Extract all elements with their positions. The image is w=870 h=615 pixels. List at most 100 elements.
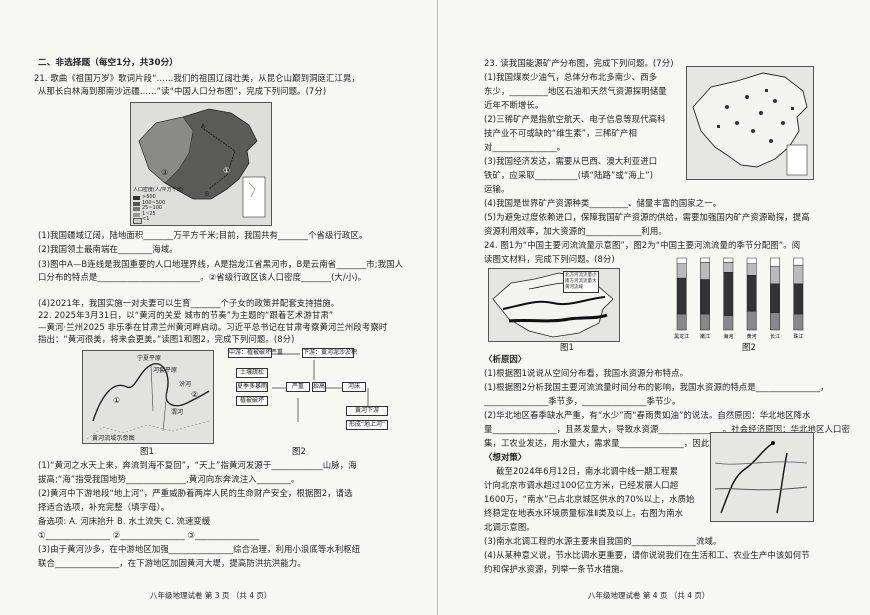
q21-item-2: (2)我国领土最南端在________海域。 bbox=[38, 244, 178, 254]
river-flow-graphic bbox=[492, 272, 614, 338]
season-bar-segment bbox=[723, 257, 734, 263]
q23-line-6: 对_______________。 bbox=[484, 142, 566, 152]
season-bar-segment bbox=[700, 262, 710, 280]
page-footer-4: 八年级地理试卷 第 4 页 （共 4 页） bbox=[588, 591, 710, 600]
season-bar-segment bbox=[700, 313, 710, 331]
season-bar-segment bbox=[770, 283, 780, 313]
q21-item-4: (4)2021年，我国实施一对夫妻可以生育_______个子女的政策并配套支持措… bbox=[38, 298, 340, 308]
q24-item-1b: (1)根据图2分析我国主要河流流量时间分布的影响，我国水资源的特点是______… bbox=[484, 382, 829, 392]
q21-intro-line2: 从那长白林海到那南沙远疆……”读“中国人口分布图”，完成下列问题。(7分) bbox=[38, 86, 327, 96]
season-bar-segment bbox=[676, 277, 687, 315]
q23-line-5: 技产业不可或缺的“维生素”，三稀矿产相 bbox=[484, 128, 637, 138]
q23-line-1: (1)我国煤炭少油气，总体分布北多南少、西多 bbox=[484, 72, 658, 82]
q23-line-8: 铁矿，应采取__________(填“陆路”或“海上”) bbox=[484, 170, 654, 180]
q23-intro: 23. 读我国能源矿产分布图，完成下列问题。(7分) bbox=[484, 58, 674, 68]
q23-line-12: 资源利用效率，加大资源的_____________利用。 bbox=[484, 226, 667, 236]
legend-item: 1~25 bbox=[133, 211, 165, 218]
river-name-label: 长江 bbox=[770, 333, 780, 340]
label-ningxia: 宁夏平原 bbox=[137, 355, 162, 362]
exam-page-3: 二、非选择题（每空1分，共30分） 21. 歌曲《祖国万岁》歌词片段“……我们的… bbox=[0, 0, 437, 615]
q24-story-2: 计向北京市调水超过100亿立方米，已经发展人口超 bbox=[484, 480, 679, 490]
label-circle2: ② bbox=[191, 390, 199, 399]
flow-box-mid2: 河床 bbox=[342, 382, 366, 392]
page-footer-3: 八年级地理试卷 第 3 页 （共 4 页） bbox=[150, 591, 272, 600]
season-bar-segment bbox=[723, 272, 734, 316]
map-legend: >500 100~500 25~100 1~25 <1 bbox=[133, 194, 165, 224]
legend-item: 100~500 bbox=[133, 200, 165, 207]
map-label-a: A bbox=[201, 123, 206, 130]
flow-box-left3: 植被破坏 bbox=[236, 396, 268, 406]
analysis-title: 〈析原因〉 bbox=[484, 354, 527, 364]
q24-item-2: (2)华北地区春季缺水严重，有“水少”而“春雨贵如油”的说法。自然原因：华北地区… bbox=[484, 410, 811, 420]
exam-page-4: 23. 读我国能源矿产分布图，完成下列问题。(7分) (1)我国煤炭少油气，总体… bbox=[437, 0, 870, 615]
season-bar-segment bbox=[793, 264, 804, 285]
q23-line-2: 东少，_________地区石油和天然气资源探明储量 bbox=[484, 86, 667, 96]
q24-item-2b: 量_______________，且蒸发量大，导致水资源____________… bbox=[484, 424, 850, 434]
season-bar-segment bbox=[793, 257, 804, 266]
seasonal-distribution-chart: 黑龙江嫩江海河黄河长江珠江 bbox=[670, 250, 810, 342]
q23-line-10: (4)我国是世界矿产资源种类_________、储量丰富的国家之一。 bbox=[484, 198, 722, 208]
flow-box-mid1: 严重 bbox=[286, 382, 310, 392]
river-name-label: 珠江 bbox=[793, 333, 803, 340]
q24-story-1: 截至2024年6月12日，南水北调中线一期工程累 bbox=[496, 466, 679, 476]
map-label-circle1: ① bbox=[223, 166, 231, 175]
season-bar-segment bbox=[676, 313, 687, 331]
q24-item-3: (3)南水北调工程的水源主要来自我国的_______________流域。 bbox=[484, 536, 722, 546]
yellow-river-graphic bbox=[86, 363, 210, 440]
legend-north: 北方河流流量小 bbox=[565, 273, 597, 278]
q22-intro-line2: —黄河·兰州2025 非乐季在甘肃兰州黄河畔启动。习近平总书记在甘肃考察黄河兰州… bbox=[38, 322, 388, 332]
yellow-river-map: 宁夏平原 河套平原 渭河 汾河 ① ② bbox=[82, 350, 214, 444]
q23-line-7: (3)我国经济发达，需要从巴西、澳大利亚进口 bbox=[484, 156, 658, 166]
map-legend-title: 人口密度(人/平方千米) bbox=[133, 187, 184, 193]
season-bar-segment bbox=[770, 312, 780, 331]
season-bar-segment bbox=[746, 275, 757, 312]
flow-box-right2: 形成“地上河” bbox=[346, 420, 388, 430]
river-fig1-caption: 图1 bbox=[560, 342, 574, 352]
q24-story-5: 北调示意图。 bbox=[484, 522, 535, 532]
season-bar-segment bbox=[793, 313, 804, 331]
river-map-legend: 北方河流流量小 南方河流流量大 黄河流域 bbox=[563, 271, 599, 293]
river-fig2-caption: 图2 bbox=[742, 342, 756, 352]
flow-box-top2: 下游：黄河泥沙淤积 bbox=[302, 348, 358, 358]
china-population-map: A B ③ ① 人口密度(人/平方千米) >500 100~500 25~100… bbox=[130, 102, 272, 226]
water-diversion-map bbox=[710, 432, 814, 522]
legend-item: 25~100 bbox=[133, 205, 165, 212]
q24-intro-2: 读图文材料，完成下列问题。(8分) bbox=[484, 254, 615, 264]
season-bar-segment bbox=[723, 315, 734, 331]
label-fenhe: 汾河 bbox=[179, 381, 192, 388]
river-flow-map: 北方河流流量小 南方河流流量大 黄河流域 bbox=[488, 268, 620, 342]
energy-map-graphic bbox=[692, 72, 808, 176]
flow-box-left1: 土壤疏松 bbox=[236, 368, 268, 378]
season-bar-segment bbox=[700, 279, 710, 315]
fig1-subcaption: 黄河流域示意图 bbox=[92, 435, 135, 442]
q24-intro-1: 24. 图1为“中国主要河流流量示意图”，图2为“中国主要河流流量的季节分配图”… bbox=[484, 240, 801, 250]
q24-item-1c: _______________季节多，_______________季节少。 bbox=[484, 396, 681, 406]
map-label-b: B bbox=[205, 191, 210, 198]
season-bar-segment bbox=[770, 257, 780, 267]
q24-story-4: 终稳定在地表水环境质量标准Ⅱ类及以上。右图为南水 bbox=[484, 508, 684, 518]
q24-item-2c: 集，工农业发达，用水量大，需求量_______________，因此加剧了缺水状… bbox=[484, 438, 778, 448]
legend-item: >500 bbox=[133, 194, 165, 201]
river-name-label: 嫩江 bbox=[700, 333, 710, 340]
river-name-label: 黄河 bbox=[747, 333, 757, 340]
season-bar-segment bbox=[676, 263, 687, 279]
season-bar-segment bbox=[770, 266, 780, 285]
q22-answer-blanks: ①_______________ ②_______________ ③_____… bbox=[38, 530, 260, 540]
label-weihe: 渭河 bbox=[171, 409, 184, 416]
q22-item-1: (1)“黄河之水天上来，奔流到海不复回”，“天上”指黄河发源于_________… bbox=[38, 460, 357, 470]
season-bar-segment bbox=[700, 257, 710, 263]
legend-item: <1 bbox=[133, 216, 165, 224]
population-map-graphic bbox=[131, 103, 271, 225]
season-bar-segment bbox=[746, 263, 757, 276]
q23-line-11: (5)为避免过度依赖进口，保障我国矿产资源的供给，需要加强国内矿产资源勘探，提高 bbox=[484, 212, 810, 222]
river-name-label: 黑龙江 bbox=[674, 333, 689, 340]
season-bar-segment bbox=[723, 262, 734, 273]
q24-story-3: 1600万，“南水”已占北京城区供水的70%以上，水质始 bbox=[484, 494, 695, 504]
q22-item-3: (3)由于黄河沙多，在中游地区加强_______________综合治理，利用小… bbox=[38, 544, 361, 554]
map-label-circle3: ③ bbox=[161, 168, 169, 177]
q21-intro-line1: 21. 歌曲《祖国万岁》歌词片段“……我们的祖国辽阔壮美，从昆仑山巅到洞庭汇江晁… bbox=[34, 73, 360, 83]
q23-line-9: 运输。 bbox=[484, 184, 510, 194]
fig1-caption: 图1 bbox=[140, 446, 154, 456]
label-circle1: ① bbox=[113, 396, 121, 405]
q21-item-1: (1)我国疆域辽阔，陆地面积_______万平方千米;目前，我国共有______… bbox=[38, 230, 368, 240]
